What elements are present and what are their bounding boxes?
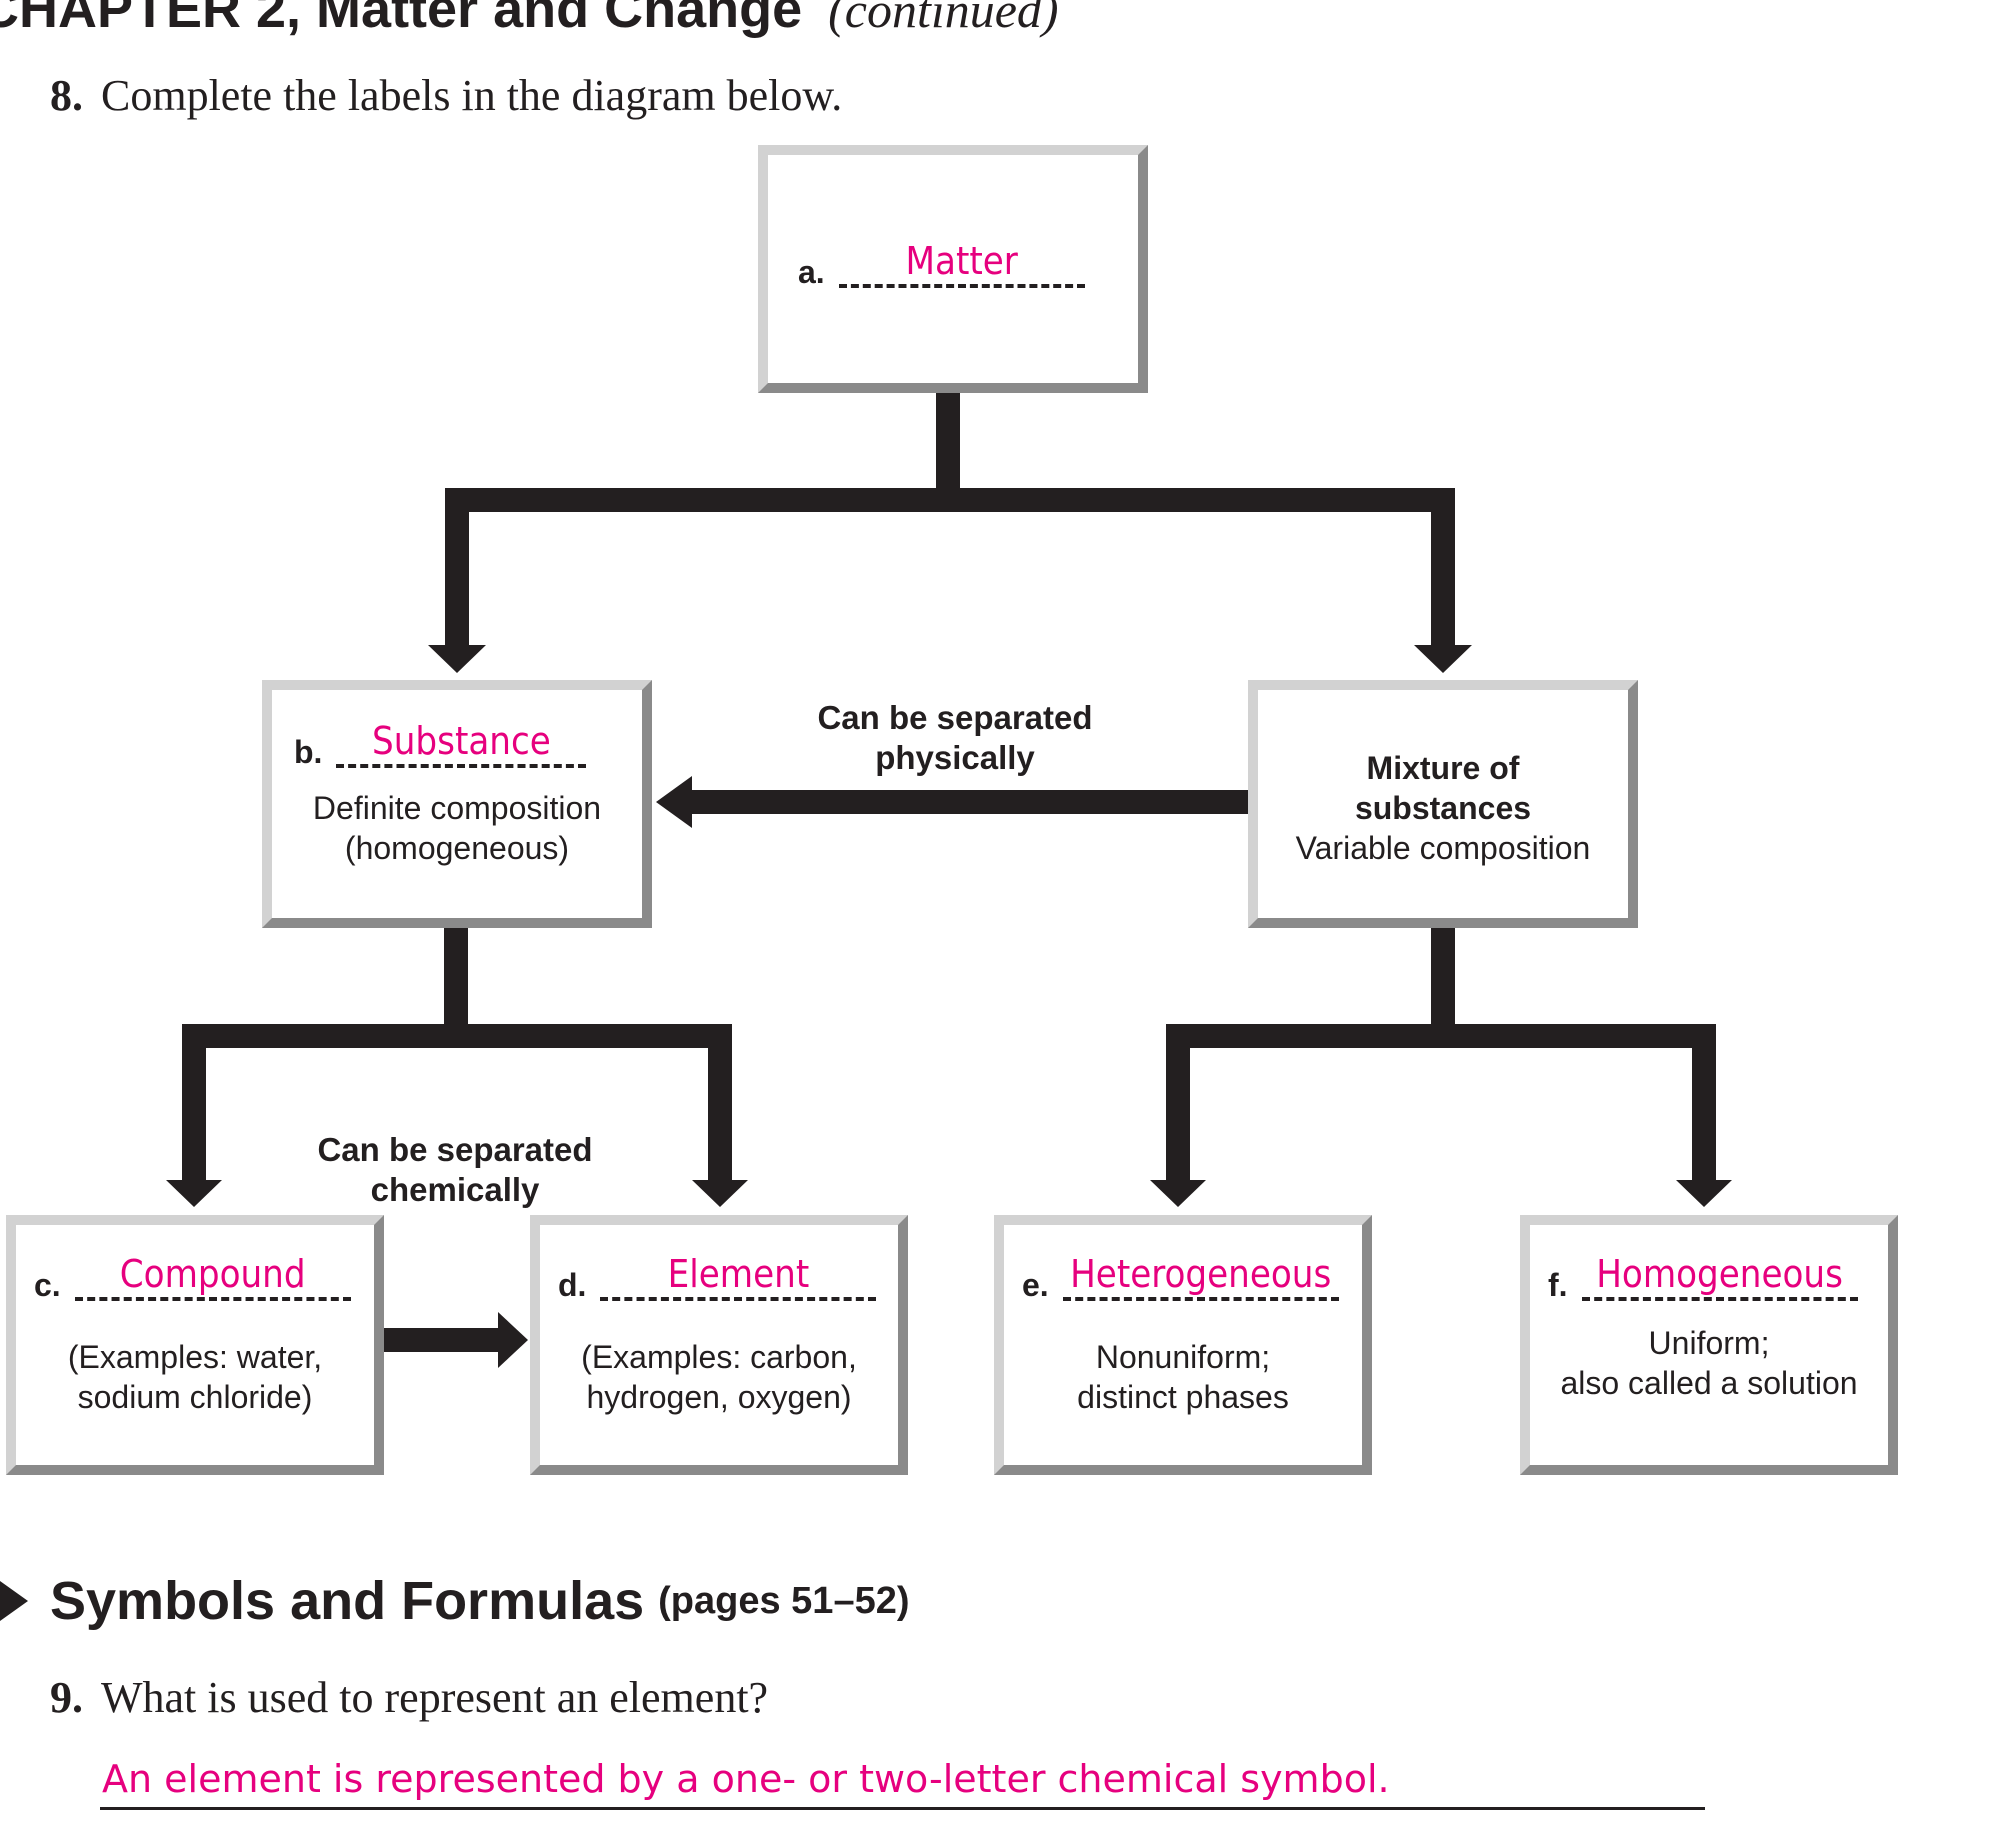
blank-c: Compound: [74, 1252, 351, 1301]
connector-substance-horizontal: [182, 1024, 732, 1048]
element-description: (Examples: carbon, hydrogen, oxygen): [540, 1337, 898, 1417]
question-number: 9.: [50, 1673, 83, 1722]
label-row-d: d. Element: [558, 1252, 877, 1303]
arrow-chemical-shaft: [382, 1328, 502, 1352]
box-substance: b. Substance Definite composition (homog…: [262, 680, 652, 928]
letter-b: b.: [294, 734, 323, 770]
arrowhead-to-substance: [428, 645, 486, 673]
blank-a: Matter: [838, 239, 1085, 288]
answer-a: Matter: [905, 239, 1018, 283]
answer-f: Homogeneous: [1596, 1252, 1843, 1296]
substance-desc-line2: (homogeneous): [344, 830, 570, 866]
answer-b: Substance: [372, 719, 551, 763]
question-text: What is used to represent an element?: [101, 1673, 769, 1722]
arrowhead-physical: [656, 776, 692, 828]
question-8: 8. Complete the labels in the diagram bel…: [50, 70, 842, 121]
chemical-separation-label: Can be separated chemically: [315, 1130, 595, 1210]
continued-label: (continued): [828, 0, 1059, 38]
arrowhead-chemical: [498, 1312, 528, 1368]
mixture-line3: Variable composition: [1295, 830, 1591, 866]
question-9: 9. What is used to represent an element?: [50, 1672, 768, 1723]
heterogeneous-description: Nonuniform; distinct phases: [1004, 1337, 1362, 1417]
compound-description: (Examples: water, sodium chloride): [16, 1337, 374, 1417]
connector-to-heterogeneous: [1166, 1024, 1190, 1184]
box-compound: c. Compound (Examples: water, sodium chl…: [6, 1215, 384, 1475]
label-row-f: f. Homogeneous: [1548, 1253, 1858, 1301]
answer-9: An element is represented by a one- or t…: [102, 1757, 1390, 1801]
connector-top-horizontal: [445, 488, 1455, 512]
arrowhead-to-heterogeneous: [1150, 1180, 1206, 1207]
arrowhead-to-homogeneous: [1676, 1180, 1732, 1207]
physical-label-line1: Can be separated: [817, 699, 1093, 736]
connector-mixture-stem: [1431, 925, 1455, 1030]
letter-f: f.: [1548, 1267, 1568, 1303]
blank-d: Element: [600, 1252, 877, 1301]
connector-right-down: [1431, 488, 1455, 650]
compound-desc-line2: sodium chloride): [77, 1379, 313, 1415]
letter-c: c.: [34, 1267, 61, 1303]
section-pages: (pages 51–52): [658, 1579, 910, 1622]
substance-description: Definite composition (homogeneous): [272, 788, 642, 868]
arrowhead-to-compound: [166, 1180, 222, 1207]
box-homogeneous: f. Homogeneous Uniform; also called a so…: [1520, 1215, 1898, 1475]
arrow-physical-shaft: [690, 790, 1250, 814]
answer-d: Element: [667, 1252, 810, 1296]
letter-a: a.: [798, 254, 825, 290]
box-mixture: Mixture of substances Variable compositi…: [1248, 680, 1638, 928]
letter-e: e.: [1022, 1267, 1049, 1303]
heterogeneous-desc-line1: Nonuniform;: [1095, 1339, 1271, 1375]
chemical-label-line2: chemically: [370, 1171, 540, 1208]
box-matter: a. Matter: [758, 145, 1148, 393]
mixture-line1: Mixture of: [1366, 750, 1520, 786]
chapter-title: CHAPTER 2, Matter and Change: [0, 0, 803, 39]
arrowhead-to-mixture: [1414, 645, 1472, 673]
connector-to-homogeneous: [1692, 1024, 1716, 1184]
physical-separation-label: Can be separated physically: [815, 698, 1095, 778]
label-row-b: b. Substance: [294, 719, 587, 770]
label-row-a: a. Matter: [798, 240, 1085, 288]
answer-c: Compound: [119, 1252, 306, 1296]
arrowhead-to-element: [692, 1180, 748, 1207]
section-triangle-icon: [0, 1581, 28, 1621]
letter-d: d.: [558, 1267, 587, 1303]
question-text: Complete the labels in the diagram below…: [101, 71, 843, 120]
blank-e: Heterogeneous: [1062, 1252, 1339, 1301]
compound-desc-line1: (Examples: water,: [67, 1339, 323, 1375]
homogeneous-description: Uniform; also called a solution: [1530, 1323, 1888, 1403]
answer-e: Heterogeneous: [1070, 1252, 1332, 1296]
label-row-c: c. Compound: [34, 1253, 351, 1301]
diagram-connectors: [166, 392, 1732, 1368]
connector-mixture-horizontal: [1166, 1024, 1716, 1048]
substance-desc-line1: Definite composition: [312, 790, 602, 826]
connector-substance-stem: [444, 925, 468, 1030]
question-number: 8.: [50, 71, 83, 120]
answer-line-9: An element is represented by a one- or t…: [100, 1745, 1705, 1810]
mixture-description: Mixture of substances Variable compositi…: [1258, 748, 1628, 868]
connector-to-compound: [182, 1024, 206, 1184]
blank-f: Homogeneous: [1581, 1252, 1858, 1301]
mixture-line2: substances: [1354, 790, 1532, 826]
physical-label-line2: physically: [875, 739, 1035, 776]
page-header: CHAPTER 2, Matter and Change (continued): [0, 0, 1059, 40]
connector-to-element: [708, 1024, 732, 1184]
element-desc-line1: (Examples: carbon,: [581, 1339, 857, 1375]
blank-b: Substance: [336, 719, 587, 768]
box-element: d. Element (Examples: carbon, hydrogen, …: [530, 1215, 908, 1475]
connector-matter-stem: [936, 392, 960, 492]
homogeneous-desc-line1: Uniform;: [1648, 1325, 1770, 1361]
box-heterogeneous: e. Heterogeneous Nonuniform; distinct ph…: [994, 1215, 1372, 1475]
chemical-label-line1: Can be separated: [317, 1131, 593, 1168]
homogeneous-desc-line2: also called a solution: [1560, 1365, 1858, 1401]
section-title: Symbols and Formulas: [50, 1571, 645, 1631]
element-desc-line2: hydrogen, oxygen): [586, 1379, 852, 1415]
connector-left-down: [445, 488, 469, 650]
section-heading: Symbols and Formulas (pages 51–52): [0, 1570, 910, 1632]
label-row-e: e. Heterogeneous: [1022, 1253, 1339, 1301]
heterogeneous-desc-line2: distinct phases: [1077, 1379, 1289, 1415]
